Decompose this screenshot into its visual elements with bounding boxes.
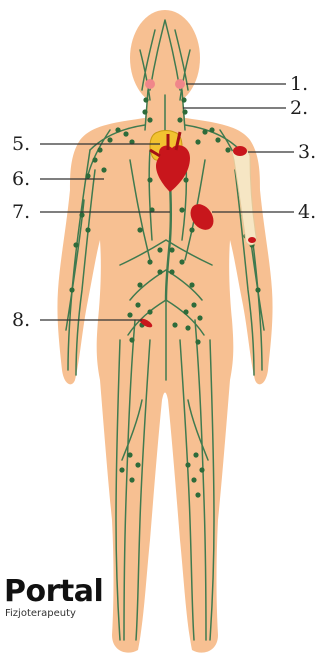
bone-marrow-bottom	[248, 237, 256, 243]
callout-label-5: 5.	[12, 133, 30, 155]
brand-subtitle: Fizjoterapeuty	[5, 608, 103, 620]
brand-name: Portal	[4, 576, 103, 608]
bone-marrow-top	[233, 146, 247, 156]
head	[130, 10, 200, 106]
callout-label-8: 8.	[12, 309, 30, 331]
callout-label-3: 3.	[298, 141, 316, 163]
callout-label-4: 4.	[298, 201, 316, 223]
callout-label-7: 7.	[12, 201, 30, 223]
callout-label-6: 6.	[12, 168, 30, 190]
callout-label-1: 1.	[290, 73, 308, 95]
brand-logo: Portal Fizjoterapeuty	[4, 576, 103, 620]
callout-label-2: 2.	[290, 97, 308, 119]
